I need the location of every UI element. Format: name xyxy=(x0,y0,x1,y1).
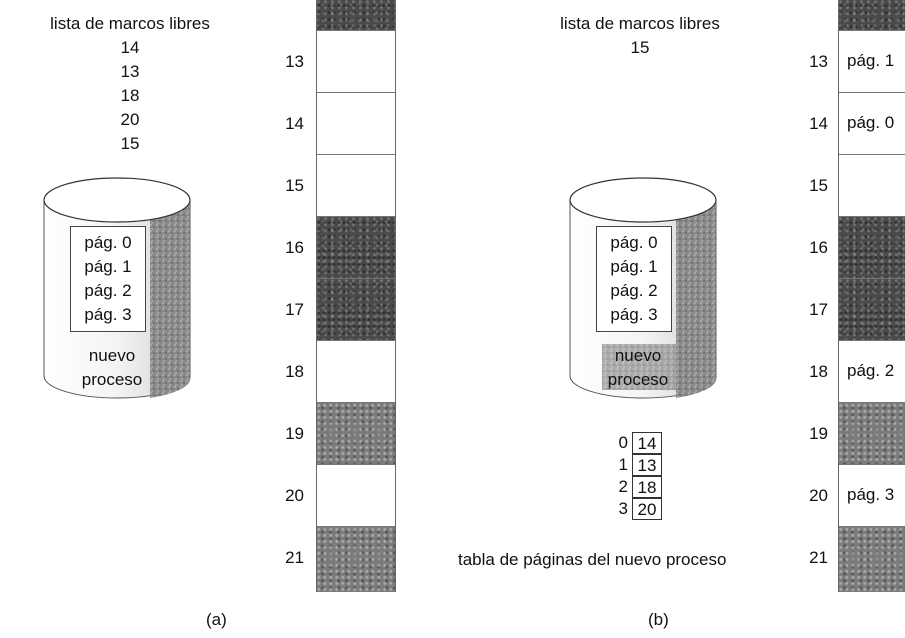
free-list-item: 20 xyxy=(120,110,140,129)
frame-number: 19 xyxy=(285,424,304,443)
free-frame-list-b: lista de marcos libres 15 xyxy=(510,12,770,60)
frame-page-label: pág. 1 xyxy=(847,51,895,70)
free-frame-list-a: lista de marcos libres 14 13 18 20 15 xyxy=(0,12,260,156)
new-process-line1: nuevo xyxy=(614,346,662,365)
page-table-frame: 14 xyxy=(632,432,662,454)
free-list-title-a: lista de marcos libres xyxy=(50,14,210,33)
new-process-line2: proceso xyxy=(607,370,669,389)
frame-number: 16 xyxy=(809,238,828,257)
frame-number: 19 xyxy=(809,424,828,443)
memory-frame-15 xyxy=(317,154,395,216)
frame-number: 21 xyxy=(809,548,828,567)
frame-number: 15 xyxy=(809,176,828,195)
page-table-index: 0 xyxy=(618,433,628,452)
memory-frame-19 xyxy=(839,402,905,464)
caption-b: (b) xyxy=(648,610,669,629)
frame-page-label: pág. 2 xyxy=(847,361,895,380)
page-label: pág. 0 xyxy=(610,233,658,252)
frame-number: 17 xyxy=(285,300,304,319)
page-label: pág. 3 xyxy=(84,305,132,324)
memory-frame-14 xyxy=(317,92,395,154)
free-list-title-b: lista de marcos libres xyxy=(560,14,720,33)
memory-frame-20: pág. 3 xyxy=(839,464,905,526)
frame-number: 16 xyxy=(285,238,304,257)
new-process-line1: nuevo xyxy=(88,346,136,365)
page-table-index: 1 xyxy=(618,455,628,474)
page-label: pág. 1 xyxy=(84,257,132,276)
memory-frame-21 xyxy=(317,526,395,592)
page-label: pág. 0 xyxy=(84,233,132,252)
frame-page-label: pág. 3 xyxy=(847,485,895,504)
frame-number: 17 xyxy=(809,300,828,319)
frame-number: 20 xyxy=(285,486,304,505)
memory-frame-15 xyxy=(839,154,905,216)
memory-frame-19 xyxy=(317,402,395,464)
page-label: pág. 2 xyxy=(610,281,658,300)
page-table-frame: 18 xyxy=(632,476,662,498)
free-list-item: 18 xyxy=(120,86,140,105)
new-process-label-b: nuevo proceso xyxy=(588,344,688,392)
memory-frame-top xyxy=(317,0,395,30)
memory-frame-21 xyxy=(839,526,905,592)
frame-number: 14 xyxy=(809,114,828,133)
frame-page-label: pág. 0 xyxy=(847,113,895,132)
process-pages-box-a: pág. 0 pág. 1 pág. 2 pág. 3 xyxy=(70,226,146,332)
free-list-item: 14 xyxy=(120,38,140,57)
new-process-line2: proceso xyxy=(81,370,143,389)
page-table-index: 3 xyxy=(618,499,628,518)
memory-frame-17 xyxy=(317,278,395,340)
memory-frame-16 xyxy=(317,216,395,278)
caption-a: (a) xyxy=(206,610,227,629)
memory-frame-16 xyxy=(839,216,905,278)
frame-number: 15 xyxy=(285,176,304,195)
page-table-index: 2 xyxy=(618,477,628,496)
page-table-frame: 20 xyxy=(632,498,662,520)
frame-number: 21 xyxy=(285,548,304,567)
frame-number: 14 xyxy=(285,114,304,133)
memory-frame-20 xyxy=(317,464,395,526)
memory-frame-18: pág. 2 xyxy=(839,340,905,402)
memory-frame-14: pág. 0 xyxy=(839,92,905,154)
physical-memory-b: pág. 1 pág. 0 pág. 2 pág. 3 xyxy=(838,0,905,592)
page-table-title: tabla de páginas del nuevo proceso xyxy=(458,550,727,569)
page-label: pág. 3 xyxy=(610,305,658,324)
frame-number: 13 xyxy=(809,52,828,71)
page-label: pág. 2 xyxy=(84,281,132,300)
memory-frame-13 xyxy=(317,30,395,92)
free-list-item: 13 xyxy=(120,62,140,81)
process-pages-box-b: pág. 0 pág. 1 pág. 2 pág. 3 xyxy=(596,226,672,332)
memory-frame-13: pág. 1 xyxy=(839,30,905,92)
free-list-item: 15 xyxy=(630,38,650,57)
free-list-item: 15 xyxy=(120,134,140,153)
memory-frame-17 xyxy=(839,278,905,340)
physical-memory-a xyxy=(316,0,396,592)
frame-number: 18 xyxy=(285,362,304,381)
page-table-frame: 13 xyxy=(632,454,662,476)
page-label: pág. 1 xyxy=(610,257,658,276)
frame-number: 13 xyxy=(285,52,304,71)
frame-number: 20 xyxy=(809,486,828,505)
memory-frame-18 xyxy=(317,340,395,402)
disk-cylinder-b xyxy=(569,177,717,399)
memory-frame-top xyxy=(839,0,905,30)
new-process-label-a: nuevo proceso xyxy=(62,344,162,392)
frame-number: 18 xyxy=(809,362,828,381)
